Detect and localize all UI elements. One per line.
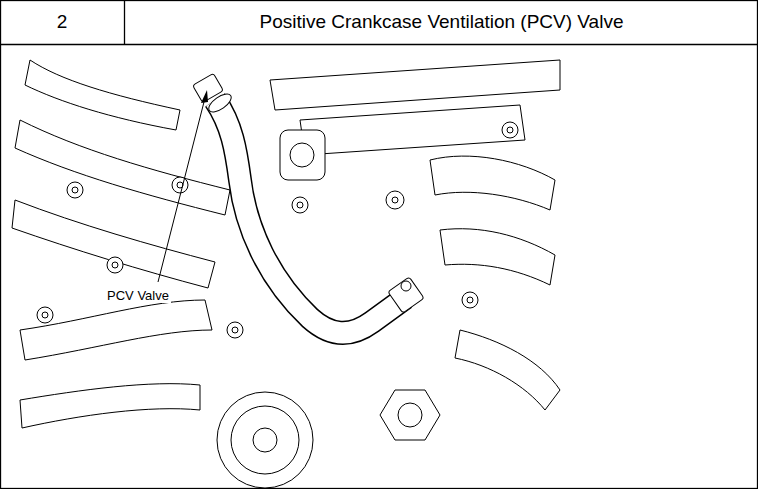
pcv-valve [193, 73, 424, 313]
engine-parts [12, 60, 560, 488]
table-rule [0, 44, 758, 45]
pcv-hose [215, 100, 405, 333]
table-rule [124, 0, 125, 44]
part-label: PCV Valve [105, 288, 171, 303]
header-cell: Positive Crankcase Ventilation (PCV) Val… [260, 11, 624, 33]
item-number-box: 2 [0, 0, 124, 44]
header-cell-box: Positive Crankcase Ventilation (PCV) Val… [125, 0, 758, 44]
item-number: 2 [57, 11, 68, 33]
leader-line [158, 90, 208, 282]
part-label-box: PCV Valve [104, 285, 172, 305]
hose-clamp [388, 277, 424, 313]
